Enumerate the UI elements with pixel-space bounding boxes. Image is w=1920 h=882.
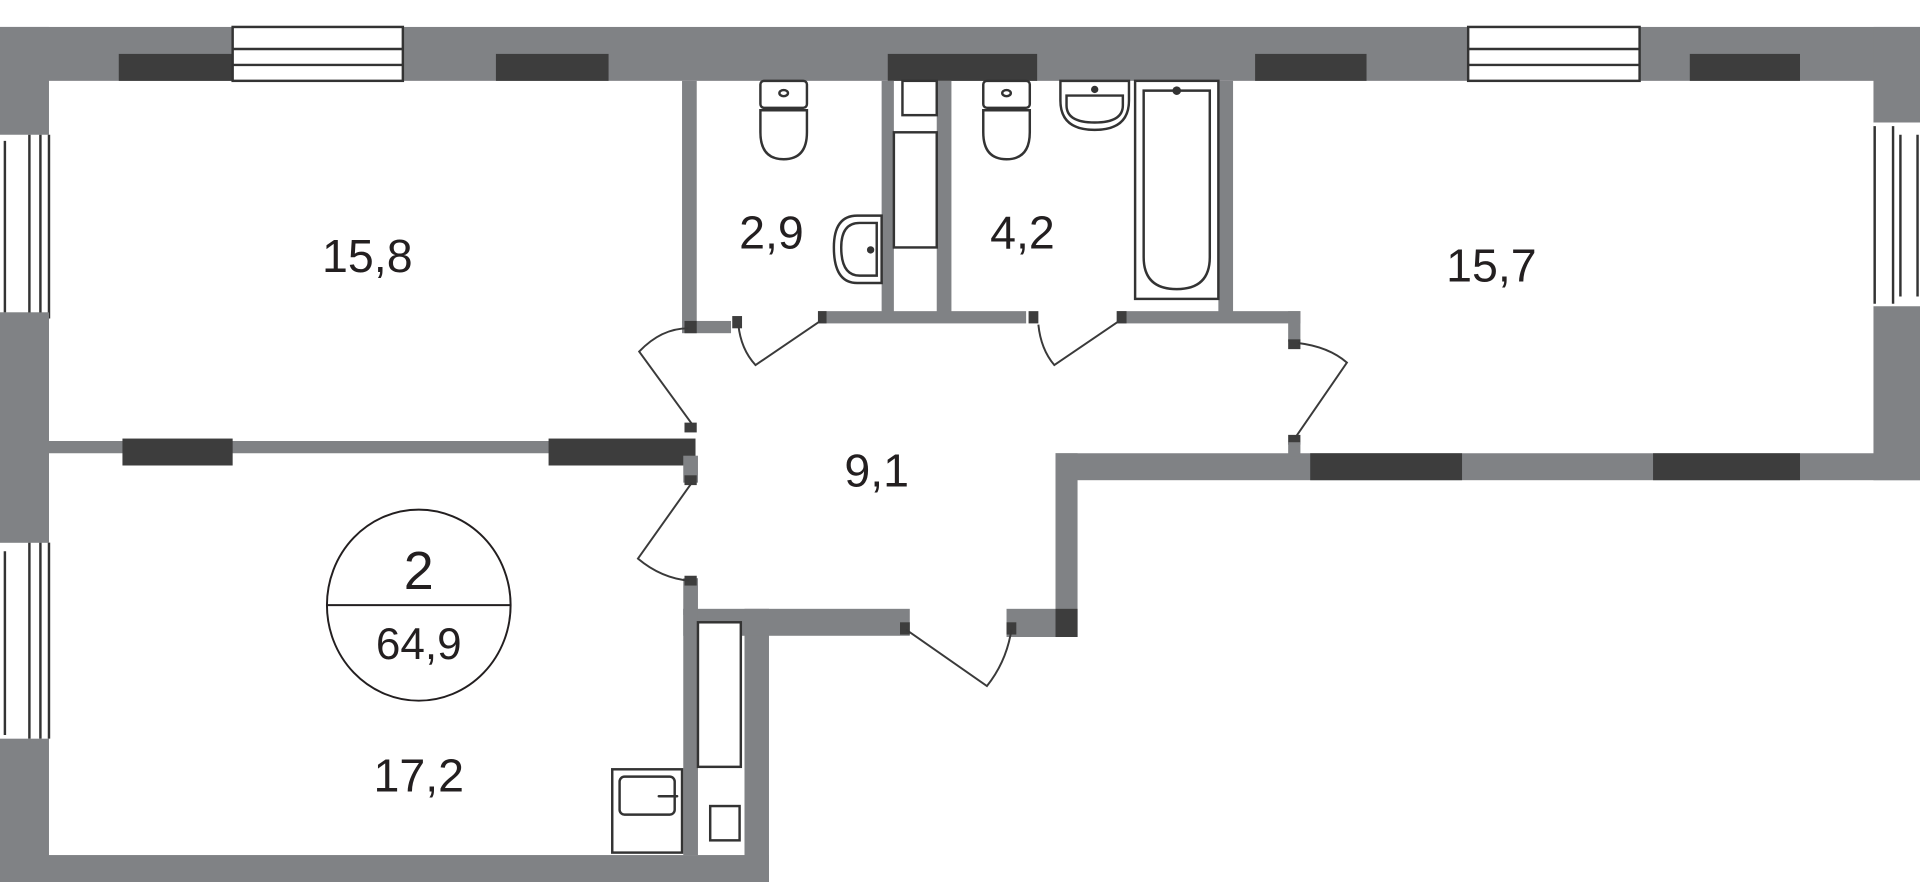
kitchen-stove xyxy=(611,768,684,854)
rooms-count: 2 xyxy=(404,541,434,601)
window-top-right xyxy=(1466,25,1641,83)
window-top-left xyxy=(231,25,405,83)
interior-walls xyxy=(48,80,1301,856)
window-right xyxy=(1873,122,1920,307)
sink-bath xyxy=(1059,79,1131,132)
window-left-upper xyxy=(0,134,51,319)
toilet-wc xyxy=(759,79,809,161)
right-wing-columns xyxy=(1310,453,1800,481)
doors xyxy=(636,320,1349,688)
room-area-wc: 2,9 xyxy=(739,207,804,259)
sink-wc xyxy=(832,214,883,285)
top-wall-columns xyxy=(118,53,1800,81)
bathtub xyxy=(1133,79,1220,301)
apartment-summary-badge: 2 64,9 xyxy=(325,508,512,702)
room-area-bedroom-nw: 15,8 xyxy=(322,230,413,282)
window-left-lower xyxy=(0,542,51,739)
room-area-bathroom: 4,2 xyxy=(990,207,1055,259)
shaft-boxes xyxy=(892,79,938,249)
room-area-bedroom-ne: 15,7 xyxy=(1446,240,1537,292)
kitchen-cabinet xyxy=(696,621,743,842)
room-area-kitchen-living: 17,2 xyxy=(373,749,464,801)
outer-walls xyxy=(0,26,1920,882)
room-area-hall: 9,1 xyxy=(844,444,909,496)
total-area: 64,9 xyxy=(376,620,462,669)
toilet-bath xyxy=(982,79,1032,161)
